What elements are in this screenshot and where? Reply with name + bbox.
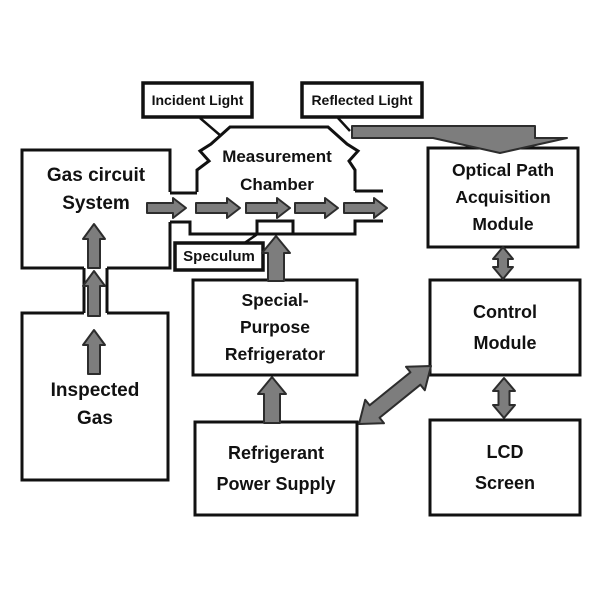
power-to-refrigerator-arrow [257,376,287,424]
inspected-gas-line2: Gas [77,408,113,429]
lcd-line1: LCD [486,441,524,462]
optical-line1: Optical Path [451,159,555,180]
gas-flow-arrow-5 [343,197,388,219]
measurement-chamber-upper-outline [195,125,361,192]
lcd-screen-box [428,418,582,517]
inspected-gas-label: Inspected Gas [22,330,168,480]
measurement-chamber-line2: Chamber [240,175,314,194]
special-purpose-refrigerator-label: Special- Purpose Refrigerator [193,280,357,375]
refrigerator-line3: Refrigerator [224,344,326,365]
control-module-box [428,278,582,377]
gas-channel-walls [82,268,109,313]
speculum-text: Speculum [183,248,255,265]
speculum-mount [255,219,295,236]
power-supply-line2: Power Supply [216,473,336,494]
reflected-light-connector [337,117,351,132]
inspected-gas-box-outline [20,311,170,482]
incident-light-text: Incident Light [151,92,244,108]
refrigerator-to-speculum-arrow [261,235,291,282]
gas-flow-arrow-1 [146,197,187,219]
gas-circuit-line2: System [62,193,130,214]
speculum-label: Speculum [175,243,263,270]
power-supply-line1: Refrigerant [227,442,325,463]
optical-line2: Acquisition [455,186,551,207]
control-module-label: Control Module [430,280,580,375]
gas-flow-arrow-4 [294,197,339,219]
inspected-gas-line1: Inspected [50,379,140,401]
incident-light-callout-box [141,81,254,119]
reflected-light-beam-arrow [351,125,568,154]
gas-circuit-system-box-outline [20,148,172,270]
reflected-light-callout-box [300,81,424,119]
incident-light-label: Incident Light [143,83,252,117]
reflected-light-text: Reflected Light [311,92,413,108]
reflected-light-label: Reflected Light [302,83,422,117]
gas-flow-arrow-2 [195,197,241,219]
lcd-screen-label: LCD Screen [430,420,580,515]
speculum-callout-box [173,241,265,272]
optical-line3: Module [472,214,534,235]
power-control-diagonal-double-arrow [358,365,432,425]
refrigerator-line2: Purpose [239,316,311,337]
gas-up-arrow-channel [82,270,106,317]
gas-circuit-line1: Gas circuit [46,164,146,186]
incident-light-connector [199,117,222,137]
control-line2: Module [473,332,537,353]
measurement-chamber-line1: Measurement [222,147,332,167]
gas-up-arrow-in-inspected-box [82,329,106,375]
optical-control-double-arrow [492,246,514,280]
optical-path-acquisition-module-label: Optical Path Acquisition Module [428,148,578,247]
refrigerant-power-supply-label: Refrigerant Power Supply [195,422,357,515]
gas-flow-arrow-3 [245,197,291,219]
gas-circuit-system-label: Gas circuit System [22,150,170,230]
control-lcd-double-arrow [492,377,516,419]
control-line1: Control [473,301,537,322]
refrigerator-line1: Special- [241,289,309,310]
measurement-chamber-label: Measurement Chamber [197,133,357,209]
lcd-line2: Screen [474,472,536,493]
gas-up-arrow-in-circuit-box [82,223,106,269]
